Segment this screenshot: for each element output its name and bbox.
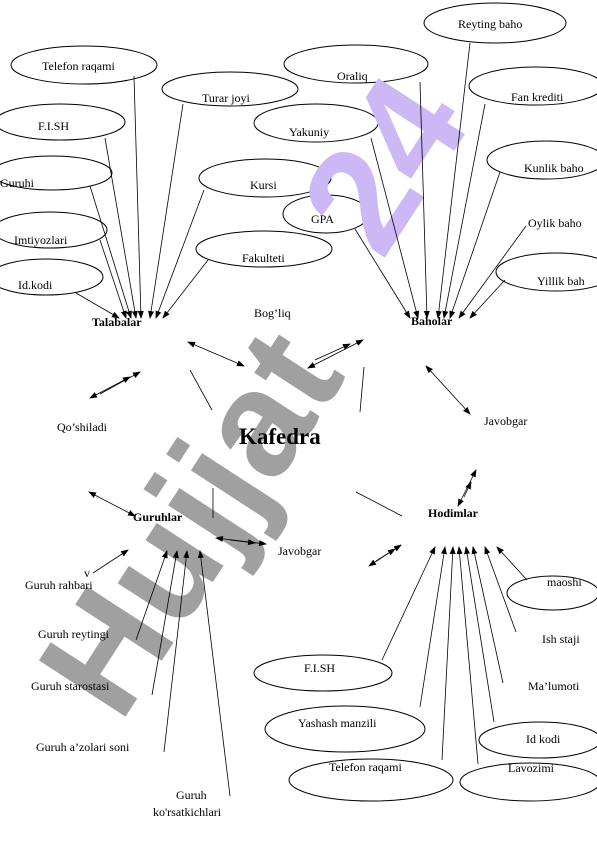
label-guruh-korsatkich-2: ko'rsatkichlari <box>153 805 222 819</box>
attr-kunlik-ellipse <box>486 140 597 180</box>
attr-gpa-ellipse <box>282 194 370 234</box>
label-yakuniy: Yakuniy <box>289 125 329 139</box>
label-fan-krediti: Fan krediti <box>511 90 564 104</box>
label-kunlik: Kunlik baho <box>524 161 584 175</box>
talabalar-labels: Telefon raqami Turar joyi F.I.SH Guruhi … <box>0 59 285 292</box>
label-hodim-id: Id kodi <box>526 732 561 746</box>
label-javobgar-right: Javobgar <box>484 414 527 428</box>
attr-fish-ellipse <box>0 103 126 141</box>
attr-hodim-fish-ellipse <box>253 654 393 692</box>
hodimlar-attributes <box>253 575 597 802</box>
baholar-lines <box>354 42 527 319</box>
label-javobgar-bottom: Javobgar <box>278 544 321 558</box>
label-guruh-korsatkich-1: Guruh <box>176 788 207 802</box>
entity-talabalar: Talabalar <box>92 315 142 329</box>
label-turar-joyi: Turar joyi <box>202 91 251 105</box>
label-qoshiladi: Qo’shiladi <box>57 420 108 434</box>
label-oraliq: Oraliq <box>337 69 368 83</box>
entity-baholar: Baholar <box>411 314 453 328</box>
attr-hodim-id-ellipse <box>478 721 597 759</box>
guruhlar-lines <box>92 549 231 797</box>
attr-guruhi-ellipse <box>0 155 113 191</box>
attr-telefon-ellipse <box>10 45 158 85</box>
label-maoshi: maoshi <box>547 575 582 589</box>
attr-maoshi-ellipse <box>506 575 597 611</box>
label-imtiyozlari: Imtiyozlari <box>14 233 68 247</box>
label-gpa: GPA <box>311 212 334 226</box>
label-guruh-rahbari: Guruh rahbari <box>25 578 93 592</box>
label-kursi: Kursi <box>250 178 277 192</box>
label-id-kodi: Id.kodi <box>18 278 53 292</box>
hodimlar-labels: maoshi Ish staji F.I.SH Ma’lumoti Yashas… <box>298 575 582 775</box>
attr-oraliq-ellipse <box>283 44 429 84</box>
attr-id-kodi-ellipse <box>0 258 104 296</box>
label-bogliq: Bog’liq <box>254 306 291 320</box>
label-oylik: Oylik baho <box>528 216 582 230</box>
center-kafedra: Kafedra <box>239 424 321 449</box>
label-lavozimi: Lavozimi <box>508 761 555 775</box>
label-ish-staji: Ish staji <box>542 632 580 646</box>
attr-hodim-telefon-ellipse <box>288 758 454 802</box>
label-hodim-fish: F.I.SH <box>304 661 335 675</box>
label-yashash: Yashash manzili <box>298 716 377 730</box>
label-v-mark: v <box>84 566 90 580</box>
label-fakulteti: Fakulteti <box>242 251 285 265</box>
attr-turar-joyi-ellipse <box>161 71 299 107</box>
attr-fan-krediti-ellipse <box>468 66 597 106</box>
label-guruhi: Guruhi <box>0 176 35 190</box>
label-hodim-telefon: Telefon raqami <box>329 760 402 774</box>
entity-hodimlar: Hodimlar <box>428 506 479 520</box>
label-malumoti: Ma’lumoti <box>528 679 580 693</box>
baholar-labels: Reyting baho Oraliq Fan krediti Yakuniy … <box>289 17 585 288</box>
attr-yashash-ellipse <box>264 705 426 753</box>
label-guruh-reytingi: Guruh reytingi <box>38 627 110 641</box>
attr-fakulteti-ellipse <box>195 230 333 268</box>
attr-reyting-ellipse <box>423 2 567 44</box>
attr-lavozimi-ellipse <box>459 762 597 802</box>
talabalar-lines <box>75 75 209 319</box>
label-yillik: Yillik bah <box>537 274 585 288</box>
entity-guruhlar: Guruhlar <box>133 510 183 524</box>
relationship-labels: Bog’liq Qo’shiladi Javobgar Javobgar <box>57 306 527 558</box>
baholar-attributes <box>253 2 597 292</box>
entities: Talabalar Baholar Guruhlar Hodimlar Kafe… <box>92 314 479 524</box>
label-guruh-starostasi: Guruh starostasi <box>31 679 110 693</box>
guruhlar-labels: v Guruh rahbari Guruh reytingi Guruh sta… <box>25 566 222 819</box>
label-guruh-azolari: Guruh a’zolari soni <box>36 740 130 754</box>
talabalar-attributes <box>0 45 333 296</box>
relationship-lines <box>88 339 477 567</box>
label-fish: F.I.SH <box>38 119 69 133</box>
attr-yillik-ellipse <box>495 252 597 292</box>
attr-kursi-ellipse <box>198 158 332 198</box>
attr-yakuniy-ellipse <box>253 103 379 143</box>
attr-imtiyozlari-ellipse <box>0 211 108 249</box>
hodimlar-lines <box>381 546 528 765</box>
label-telefon: Telefon raqami <box>42 59 115 73</box>
label-reyting: Reyting baho <box>458 17 522 31</box>
